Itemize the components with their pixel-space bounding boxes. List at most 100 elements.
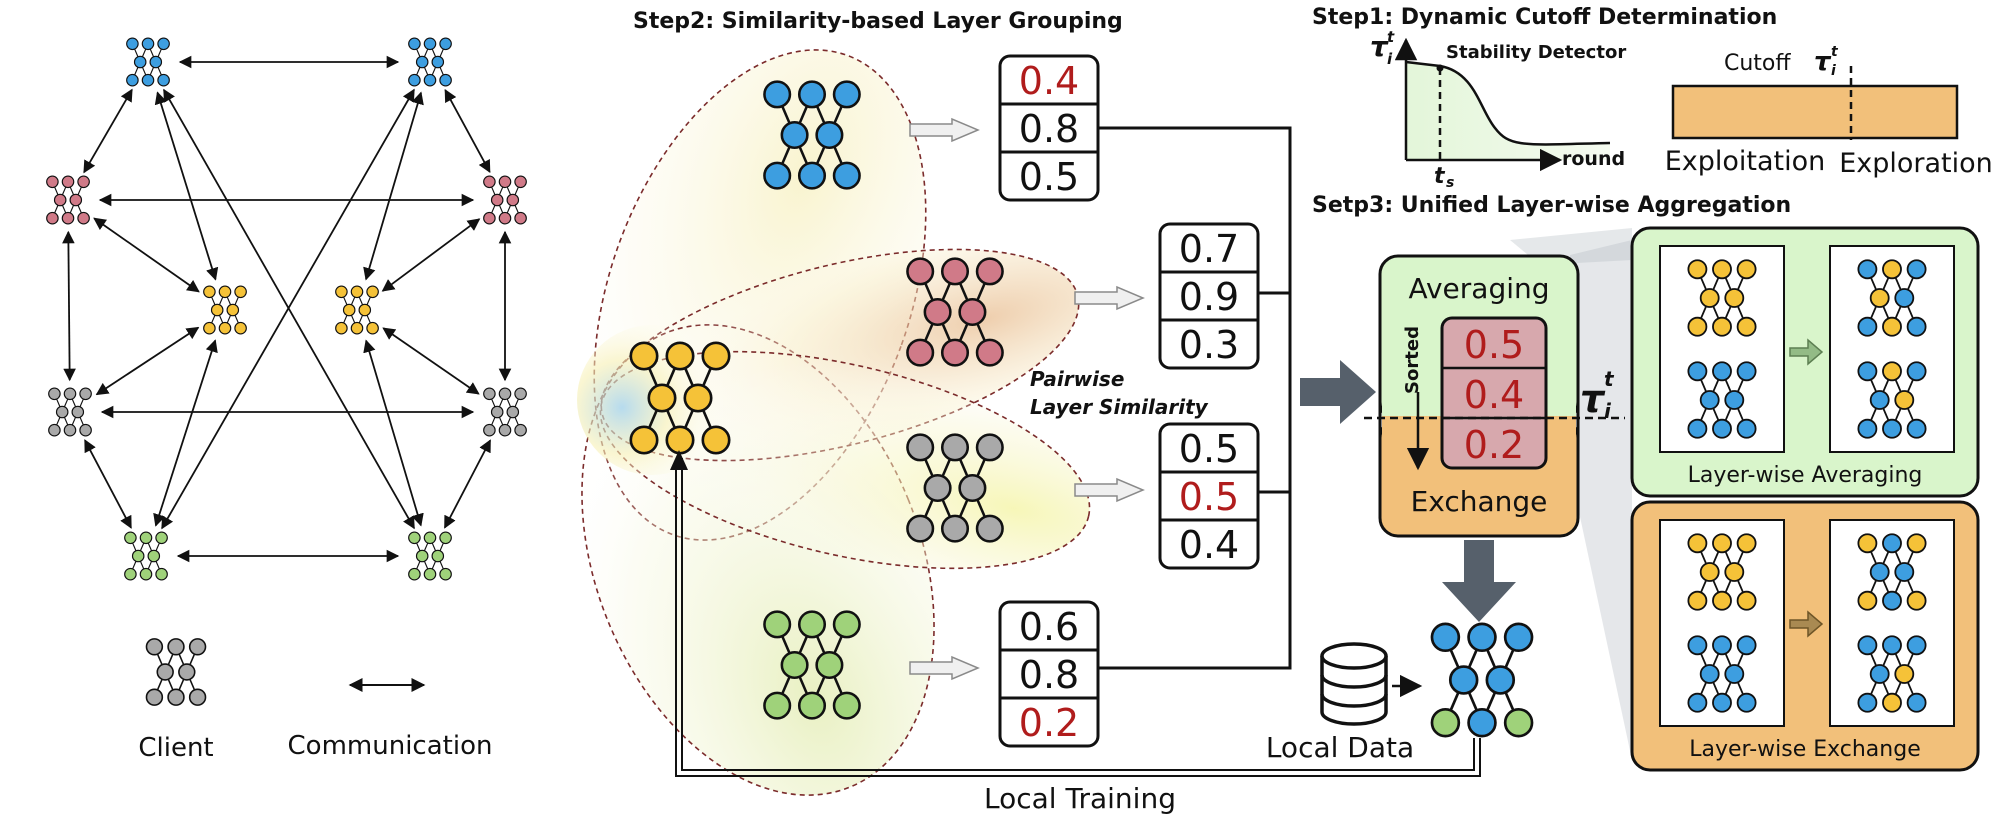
cutoff-tau-sup: t <box>1831 44 1839 60</box>
similarity-table-gray: 0.50.50.4 <box>1158 422 1260 570</box>
client-icon <box>145 638 207 706</box>
local-training-label: Local Training <box>984 782 1176 815</box>
exchange-transfer-arrow-icon <box>1789 610 1824 638</box>
similarity-value: 0.8 <box>1019 653 1079 697</box>
communication-link <box>363 91 424 281</box>
y-axis-tau: τ <box>1370 30 1389 63</box>
communication-link <box>382 327 480 395</box>
client-node-green <box>124 531 168 581</box>
step3-title: Setp3: Unified Layer-wise Aggregation <box>1312 193 1791 218</box>
table-connectors <box>1098 126 1292 670</box>
communication-link <box>83 88 133 174</box>
sorted-value-2: 0.2 <box>1464 423 1524 467</box>
database-icon <box>1320 642 1388 726</box>
y-axis-tau-sup: t <box>1387 28 1395 46</box>
tau-sup: t <box>1604 367 1615 391</box>
similarity-value: 0.6 <box>1019 605 1079 649</box>
layerwise-exchange-label: Layer-wise Exchange <box>1689 737 1920 762</box>
client-nodes <box>46 37 527 581</box>
sorted-value-1: 0.4 <box>1464 373 1524 417</box>
cutoff-tau: τ <box>1814 47 1832 77</box>
exploitation-label: Exploitation <box>1665 146 1826 177</box>
similarity-table-blue: 0.40.80.5 <box>998 54 1100 202</box>
similarity-value: 0.4 <box>1019 59 1079 103</box>
exchange-label: Exchange <box>1411 485 1548 518</box>
similarity-table-green: 0.60.80.2 <box>998 600 1100 748</box>
communication-link <box>95 326 200 396</box>
communication-link <box>161 88 415 530</box>
communication-link <box>154 91 219 281</box>
to-aggregation-arrow-icon <box>1300 360 1376 424</box>
similarity-arrow-icon <box>909 655 980 681</box>
middle-models <box>629 80 1004 720</box>
pairwise-label-line1: Pairwise <box>1030 367 1124 391</box>
avg-src-blue <box>1687 361 1757 439</box>
similarity-arrows <box>909 117 1145 681</box>
stability-curve <box>1405 60 1611 146</box>
averaging-label: Averaging <box>1408 272 1549 305</box>
tau-sub: i <box>1604 399 1612 423</box>
svg-text:τ: τ <box>1370 30 1389 63</box>
communication-links <box>62 55 512 563</box>
communication-link <box>363 339 424 527</box>
exch-dst-top <box>1857 533 1927 611</box>
communication-link <box>153 339 218 527</box>
aggregation-box: Averaging Exchange 0.5 0.4 0.2 Sorted τ … <box>1364 254 1625 538</box>
projection-shadow <box>1570 240 1632 760</box>
cutoff-bar: Cutoff τ t i Exploitation Exploration <box>1665 44 1993 179</box>
client-node-pink <box>46 175 90 225</box>
exch-src-yellow <box>1687 533 1757 611</box>
similarity-value: 0.5 <box>1179 475 1239 519</box>
similarity-arrow-icon <box>1074 477 1145 503</box>
client-node-yellow <box>203 285 247 335</box>
similarity-value: 0.8 <box>1019 107 1079 151</box>
local-training-arrowhead-icon <box>670 450 688 470</box>
client-node-blue <box>408 37 452 87</box>
similarity-table-pink: 0.70.90.3 <box>1158 222 1260 370</box>
client-node-gray <box>48 387 92 437</box>
exploration-label: Exploration <box>1839 148 1993 179</box>
exch-src-blue <box>1687 635 1757 713</box>
similarity-value: 0.3 <box>1179 323 1239 367</box>
layerwise-averaging-label: Layer-wise Averaging <box>1688 463 1923 488</box>
similarity-arrow-icon <box>909 117 980 143</box>
similarity-value: 0.7 <box>1179 227 1239 271</box>
communication-link <box>443 439 492 529</box>
communication-link <box>62 230 76 382</box>
similarity-tables: 0.40.80.50.70.90.30.50.50.40.60.80.2 <box>998 54 1260 748</box>
communication-link <box>444 89 491 173</box>
step2-title: Step2: Similarity-based Layer Grouping <box>633 9 1123 34</box>
local-data-label: Local Data <box>1266 731 1414 764</box>
stability-detector-label: Stability Detector <box>1446 42 1626 63</box>
client-node-green <box>408 531 452 581</box>
model-blue <box>763 80 861 190</box>
local-training-loop <box>675 458 1481 777</box>
avg-dst-top <box>1857 259 1927 337</box>
local-model <box>1430 622 1534 738</box>
ts-sub: s <box>1446 175 1454 191</box>
to-local-model-arrow-icon <box>1442 540 1516 622</box>
panel-models <box>1687 259 1927 713</box>
client-node-pink <box>483 175 527 225</box>
communication-link <box>93 217 200 293</box>
step1-title: Step1: Dynamic Cutoff Determination <box>1312 5 1777 30</box>
legend-communication-label: Communication <box>288 731 493 761</box>
local-model-icon <box>1430 622 1534 738</box>
similarity-arrow-icon <box>1074 285 1145 311</box>
communication-link <box>381 218 481 292</box>
model-green <box>763 610 861 720</box>
y-axis-tau-sub: i <box>1387 50 1393 68</box>
similarity-value: 0.5 <box>1179 427 1239 471</box>
cutoff-label: Cutoff <box>1724 51 1791 76</box>
tau-label: τ <box>1580 377 1606 421</box>
exch-dst-bottom <box>1857 635 1927 713</box>
averaging-transfer-arrow-icon <box>1789 338 1824 366</box>
client-node-blue <box>126 37 170 87</box>
client-node-yellow <box>335 285 379 335</box>
pairwise-label-line2: Layer Similarity <box>1030 395 1209 419</box>
legend-client-label: Client <box>138 733 213 763</box>
similarity-value: 0.4 <box>1179 523 1239 567</box>
ts-label: t <box>1434 164 1446 189</box>
similarity-value: 0.9 <box>1179 275 1239 319</box>
model-pink <box>906 257 1004 367</box>
